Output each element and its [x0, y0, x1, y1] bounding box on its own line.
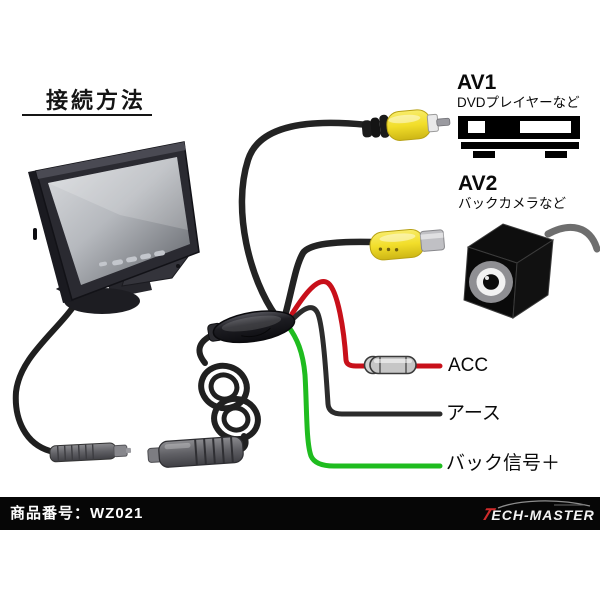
- page-title: 接続方法: [46, 88, 147, 113]
- tech-master-logo: TECH-MASTER: [478, 499, 595, 529]
- dvd-player-icon: [458, 116, 580, 158]
- monitor-buttons: [99, 250, 166, 267]
- monitor-power-cable: [12, 294, 83, 454]
- av2-rca-jack-icon: [369, 228, 445, 261]
- ground-wire-label: アース: [446, 403, 501, 424]
- junction-connector-icon: [207, 310, 296, 344]
- coiled-cable-icon: [196, 329, 261, 454]
- av2-description: バックカメラなど: [458, 196, 566, 211]
- av1-description: DVDプレイヤーなど: [457, 95, 580, 110]
- back-signal-wire-label: バック信号＋: [446, 453, 561, 474]
- logo-swoosh-icon: [497, 500, 591, 509]
- power-plug-icon: [49, 442, 132, 463]
- acc-wire-label: ACC: [448, 355, 489, 376]
- fuse-icon: [363, 355, 417, 375]
- footer-bar: 商品番号：WZ021 TECH-MASTER: [0, 497, 600, 530]
- title-underline: [22, 114, 152, 116]
- ground-wire: [291, 305, 443, 417]
- av2-label: AV2: [458, 172, 498, 195]
- brand-wordmark: TECH-MASTER: [478, 505, 595, 524]
- monitor-illustration: [28, 141, 200, 314]
- brand-rest: ECH-MASTER: [491, 507, 595, 523]
- product-number: 商品番号：WZ021: [10, 505, 144, 522]
- back-signal-wire: [285, 323, 443, 469]
- av1-label: AV1: [457, 71, 497, 94]
- power-socket-icon: [147, 436, 244, 468]
- av1-cable: [238, 119, 372, 320]
- acc-wire: [289, 279, 443, 369]
- av1-rca-plug-icon: [361, 109, 451, 141]
- backup-camera-icon: [463, 223, 600, 319]
- av2-cable: [282, 238, 378, 316]
